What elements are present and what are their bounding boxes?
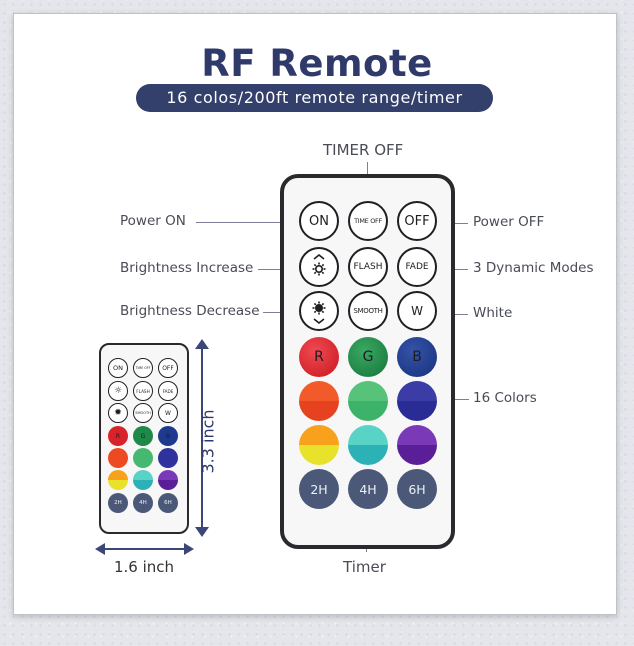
small-brightness-down-icon: ✹ bbox=[114, 408, 122, 418]
power-on-label: Power ON bbox=[120, 213, 186, 229]
purple-button[interactable] bbox=[397, 425, 437, 465]
page-title: RF Remote bbox=[201, 42, 433, 85]
brightness-decrease-label: Brightness Decrease bbox=[120, 303, 260, 319]
white-button[interactable]: W bbox=[397, 291, 437, 331]
small-fade-button[interactable]: FADE bbox=[158, 381, 178, 401]
orange-red-button[interactable] bbox=[299, 381, 339, 421]
small-brightness-up-button[interactable]: ☼ bbox=[108, 381, 128, 401]
small-orange-yellow-button[interactable] bbox=[108, 470, 128, 490]
indigo-button[interactable] bbox=[397, 381, 437, 421]
red-button[interactable]: R bbox=[299, 337, 339, 377]
remote-large: ON TIME OFF OFF FLASH FADE bbox=[280, 174, 455, 549]
small-smooth-button[interactable]: SMOOTH bbox=[133, 403, 153, 423]
brightness-up-button[interactable] bbox=[299, 247, 339, 287]
timer-6h-button[interactable]: 6H bbox=[397, 469, 437, 509]
timer-off-label: TIMER OFF bbox=[323, 141, 404, 159]
flash-button[interactable]: FLASH bbox=[348, 247, 388, 287]
width-dimension-line bbox=[101, 548, 187, 550]
green-button[interactable]: G bbox=[348, 337, 388, 377]
power-off-label: Power OFF bbox=[473, 214, 545, 230]
colors-label: 16 Colors bbox=[473, 390, 537, 406]
brightness-increase-leader bbox=[258, 269, 296, 270]
subtitle-badge: 16 colos/200ft remote range/timer bbox=[136, 84, 493, 112]
small-indigo-button[interactable] bbox=[158, 448, 178, 468]
width-arrow-left-icon bbox=[95, 543, 105, 555]
small-orange-red-button[interactable] bbox=[108, 448, 128, 468]
small-on-button[interactable]: ON bbox=[108, 358, 128, 378]
timer-label: Timer bbox=[343, 558, 386, 576]
dynamic-modes-label: 3 Dynamic Modes bbox=[473, 260, 594, 276]
small-brightness-down-button[interactable]: ✹ bbox=[108, 403, 128, 423]
orange-yellow-button[interactable] bbox=[299, 425, 339, 465]
fade-button[interactable]: FADE bbox=[397, 247, 437, 287]
height-arrow-down-icon bbox=[195, 527, 209, 537]
small-white-button[interactable]: W bbox=[158, 403, 178, 423]
height-arrow-up-icon bbox=[195, 339, 209, 349]
timer-4h-button[interactable]: 4H bbox=[348, 469, 388, 509]
brightness-down-icon bbox=[312, 301, 326, 325]
timer-off-button[interactable]: TIME OFF bbox=[348, 201, 388, 241]
off-button[interactable]: OFF bbox=[397, 201, 437, 241]
brightness-decrease-leader bbox=[263, 312, 296, 313]
small-timer-off-button[interactable]: TIME OFF bbox=[133, 358, 153, 378]
on-button[interactable]: ON bbox=[299, 201, 339, 241]
small-blue-button[interactable]: B bbox=[158, 426, 178, 446]
width-label: 1.6 inch bbox=[114, 558, 175, 576]
brightness-increase-label: Brightness Increase bbox=[120, 260, 254, 276]
small-red-button[interactable]: R bbox=[108, 426, 128, 446]
timer-2h-button[interactable]: 2H bbox=[299, 469, 339, 509]
small-timer-6h-button[interactable]: 6H bbox=[158, 493, 178, 513]
width-arrow-right-icon bbox=[184, 543, 194, 555]
small-light-green-button[interactable] bbox=[133, 448, 153, 468]
small-cyan-button[interactable] bbox=[133, 470, 153, 490]
small-off-button[interactable]: OFF bbox=[158, 358, 178, 378]
light-green-button[interactable] bbox=[348, 381, 388, 421]
blue-button[interactable]: B bbox=[397, 337, 437, 377]
small-timer-2h-button[interactable]: 2H bbox=[108, 493, 128, 513]
power-on-leader bbox=[196, 222, 296, 223]
smooth-button[interactable]: SMOOTH bbox=[348, 291, 388, 331]
height-label: 3.3 inch bbox=[198, 409, 218, 474]
small-timer-4h-button[interactable]: 4H bbox=[133, 493, 153, 513]
small-green-button[interactable]: G bbox=[133, 426, 153, 446]
remote-small: ON TIME OFF OFF ☼ FLASH FADE ✹ SMOOTH W … bbox=[99, 343, 189, 534]
brightness-down-button[interactable] bbox=[299, 291, 339, 331]
brightness-up-icon bbox=[312, 253, 326, 276]
height-dimension-line bbox=[201, 345, 203, 533]
white-label: White bbox=[473, 305, 513, 321]
small-flash-button[interactable]: FLASH bbox=[133, 381, 153, 401]
cyan-button[interactable] bbox=[348, 425, 388, 465]
small-purple-button[interactable] bbox=[158, 470, 178, 490]
colors-leader bbox=[441, 399, 469, 400]
small-brightness-up-icon: ☼ bbox=[113, 386, 123, 396]
